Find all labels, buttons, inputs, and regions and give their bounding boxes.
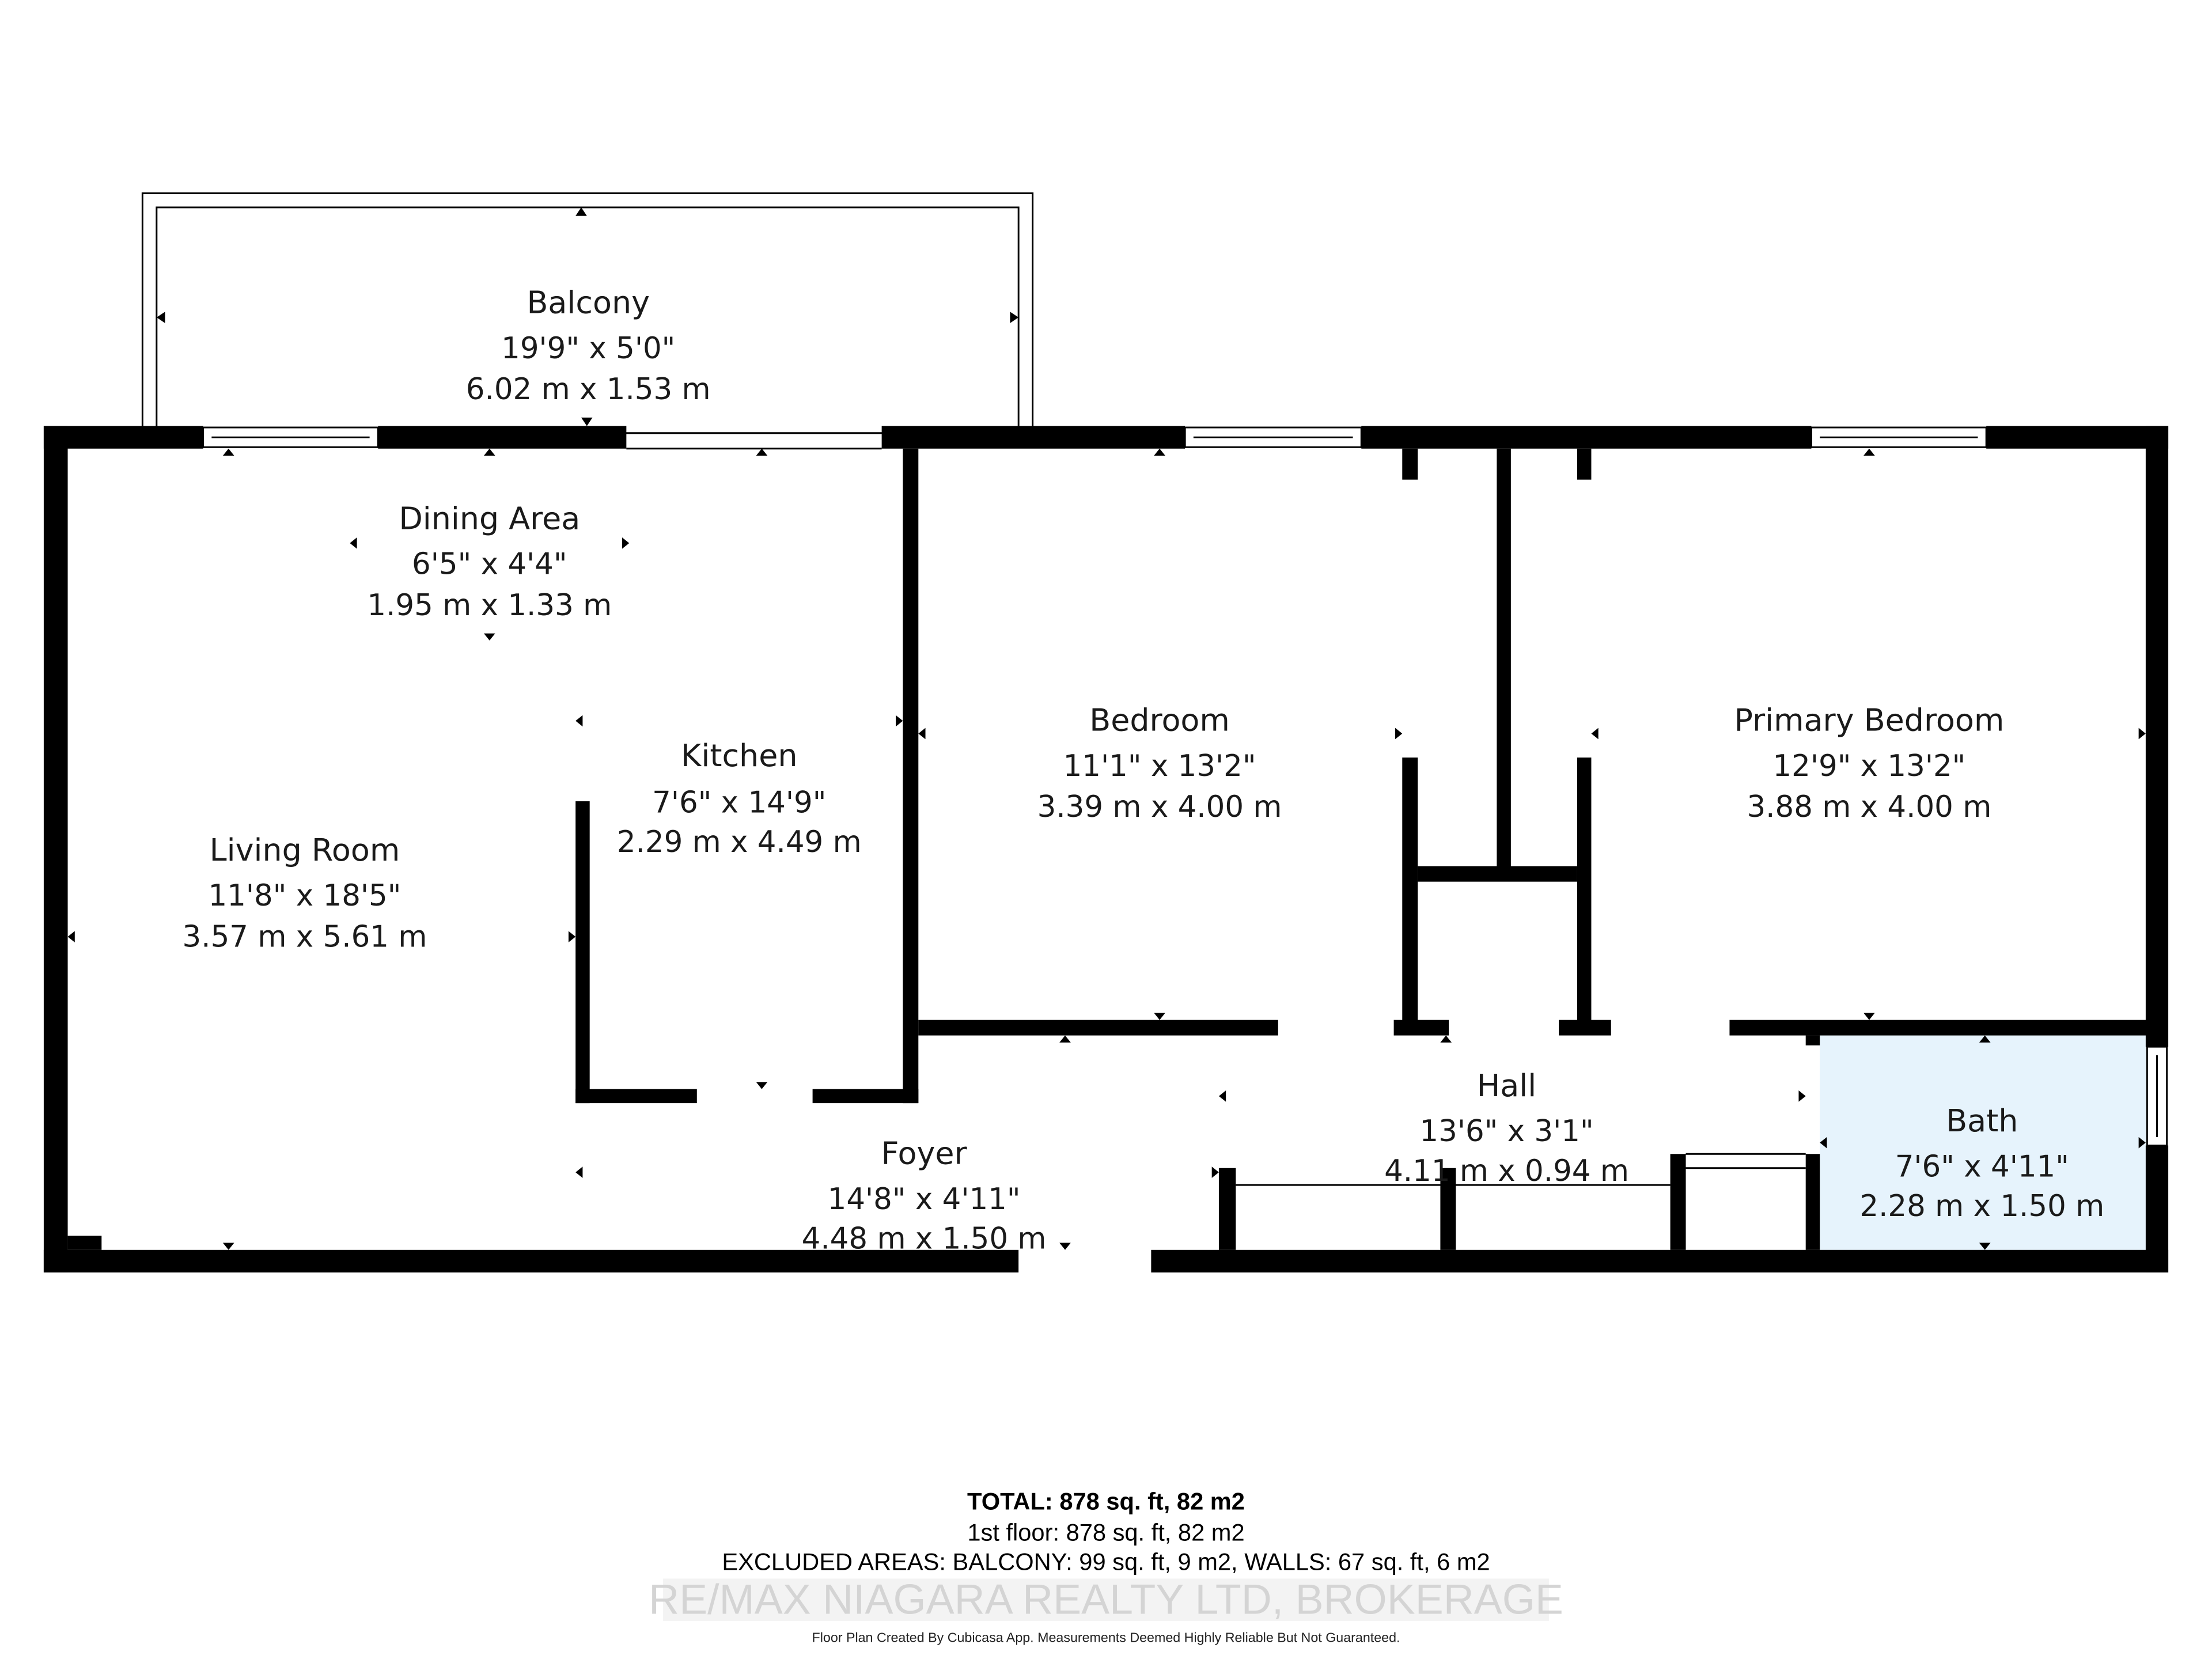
svg-text:Bedroom: Bedroom	[1089, 702, 1230, 738]
svg-text:3.39 m x 4.00 m: 3.39 m x 4.00 m	[1037, 790, 1282, 824]
svg-text:1.95 m x 1.33 m: 1.95 m x 1.33 m	[367, 588, 612, 623]
total-area: TOTAL: 878 sq. ft, 82 m2	[967, 1487, 1245, 1514]
svg-text:Hall: Hall	[1477, 1067, 1536, 1104]
svg-text:4.48 m x 1.50 m: 4.48 m x 1.50 m	[802, 1221, 1047, 1256]
svg-text:Balcony: Balcony	[527, 285, 650, 321]
svg-text:4.11 m x 0.94 m: 4.11 m x 0.94 m	[1384, 1154, 1629, 1188]
svg-text:6'5" x 4'4": 6'5" x 4'4"	[412, 547, 567, 582]
svg-text:19'9" x 5'0": 19'9" x 5'0"	[501, 331, 675, 366]
watermark: RE/MAX NIAGARA REALTY LTD, BROKERAGE	[649, 1575, 1563, 1623]
svg-text:Foyer: Foyer	[881, 1135, 967, 1171]
room-label-living: Living Room 11'8" x 18'5" 3.57 m x 5.61 …	[183, 832, 427, 954]
room-label-primary-bedroom: Primary Bedroom 12'9" x 13'2" 3.88 m x 4…	[1734, 702, 2004, 824]
svg-text:2.29 m x 4.49 m: 2.29 m x 4.49 m	[617, 825, 862, 859]
svg-text:Dining Area: Dining Area	[399, 500, 580, 536]
svg-text:11'1" x 13'2": 11'1" x 13'2"	[1063, 749, 1256, 783]
excluded-areas: EXCLUDED AREAS: BALCONY: 99 sq. ft, 9 m2…	[722, 1548, 1490, 1575]
floor-area: 1st floor: 878 sq. ft, 82 m2	[967, 1518, 1244, 1546]
svg-text:Living Room: Living Room	[210, 832, 400, 868]
disclaimer: Floor Plan Created By Cubicasa App. Meas…	[812, 1630, 1400, 1645]
room-label-bath: Bath 7'6" x 4'11" 2.28 m x 1.50 m	[1859, 1103, 2104, 1224]
area-summary: TOTAL: 878 sq. ft, 82 m2 1st floor: 878 …	[649, 1487, 1563, 1645]
svg-text:Kitchen: Kitchen	[681, 737, 797, 774]
svg-text:Primary Bedroom: Primary Bedroom	[1734, 702, 2004, 738]
svg-text:Bath: Bath	[1946, 1103, 2018, 1139]
room-label-balcony: Balcony 19'9" x 5'0" 6.02 m x 1.53 m	[466, 285, 711, 407]
room-label-bedroom: Bedroom 11'1" x 13'2" 3.39 m x 4.00 m	[1037, 702, 1282, 824]
room-label-foyer: Foyer 14'8" x 4'11" 4.48 m x 1.50 m	[802, 1135, 1047, 1256]
svg-text:3.88 m x 4.00 m: 3.88 m x 4.00 m	[1747, 790, 1991, 824]
svg-text:12'9" x 13'2": 12'9" x 13'2"	[1772, 749, 1965, 783]
room-label-hall: Hall 13'6" x 3'1" 4.11 m x 0.94 m	[1384, 1067, 1629, 1188]
svg-text:14'8" x 4'11": 14'8" x 4'11"	[828, 1182, 1021, 1217]
walls	[43, 426, 2169, 1272]
svg-text:11'8" x 18'5": 11'8" x 18'5"	[209, 878, 402, 913]
svg-text:7'6" x 4'11": 7'6" x 4'11"	[1895, 1149, 2069, 1184]
bath-area	[1820, 1035, 2146, 1250]
windows	[202, 426, 2168, 1147]
svg-text:13'6" x 3'1": 13'6" x 3'1"	[1419, 1114, 1593, 1149]
svg-text:6.02 m x 1.53 m: 6.02 m x 1.53 m	[466, 372, 711, 407]
svg-text:7'6" x 14'9": 7'6" x 14'9"	[652, 786, 826, 820]
svg-text:3.57 m x 5.61 m: 3.57 m x 5.61 m	[183, 919, 427, 954]
room-label-dining: Dining Area 6'5" x 4'4" 1.95 m x 1.33 m	[367, 500, 612, 622]
svg-text:2.28 m x 1.50 m: 2.28 m x 1.50 m	[1859, 1189, 2104, 1224]
room-label-kitchen: Kitchen 7'6" x 14'9" 2.29 m x 4.49 m	[617, 737, 862, 859]
